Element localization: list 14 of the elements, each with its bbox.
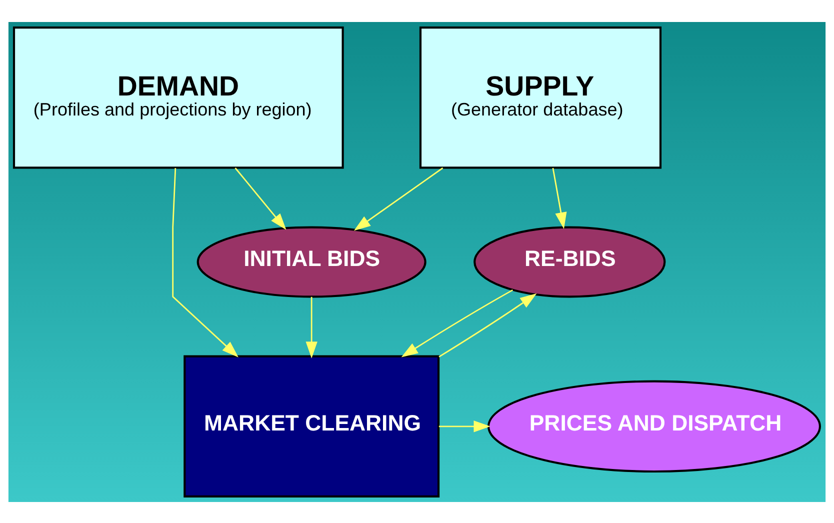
node-ellipse: INITIAL BIDS xyxy=(196,226,426,298)
arrow xyxy=(401,288,513,357)
arrow xyxy=(172,168,238,357)
arrow xyxy=(438,292,537,357)
node-box: MARKET CLEARING xyxy=(184,354,440,497)
node-box: DEMAND (Profiles and projections by region) xyxy=(12,26,344,168)
arrow xyxy=(306,296,318,358)
arrow xyxy=(552,167,567,229)
node-ellipse: PRICES AND DISPATCH xyxy=(487,380,821,472)
node-box: SUPPLY (Generator database) xyxy=(419,26,662,168)
node-ellipse: RE-BIDS xyxy=(474,226,666,298)
arrow xyxy=(354,166,444,230)
arrow xyxy=(234,167,286,230)
arrow xyxy=(438,420,490,432)
